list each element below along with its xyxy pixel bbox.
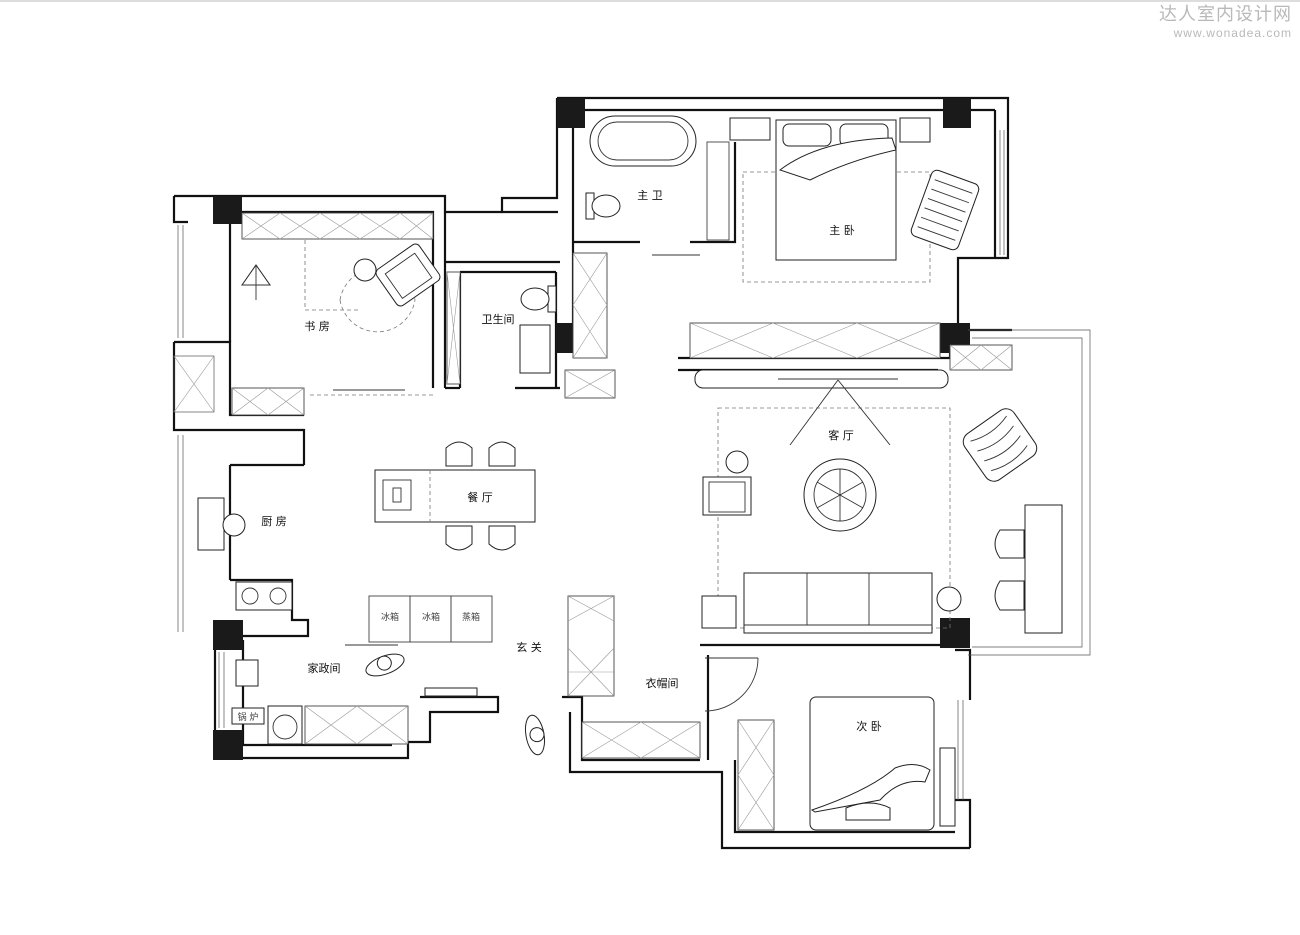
label-second-bedroom: 次 卧 <box>856 719 882 733</box>
armchair <box>702 476 752 516</box>
column <box>557 98 585 128</box>
nightstand <box>899 117 931 143</box>
side-table <box>701 595 737 629</box>
dining-chair <box>445 441 473 467</box>
label-kitchen: 厨 房 <box>261 515 287 528</box>
lounge-chair <box>962 408 1038 482</box>
column <box>213 730 243 760</box>
toilet <box>520 285 557 313</box>
shoe-bench <box>424 687 478 697</box>
washing-machine <box>267 705 303 745</box>
label-washroom: 卫生间 <box>482 312 515 326</box>
label-living-room: 客 厅 <box>828 428 854 442</box>
label-boiler: 锅 炉 <box>238 711 259 723</box>
bed <box>809 696 935 831</box>
door-swing <box>704 657 759 712</box>
balcony-table <box>1024 504 1063 634</box>
side-table <box>725 450 749 474</box>
label-foyer: 玄 关 <box>516 640 542 654</box>
dining-chair <box>488 525 516 551</box>
furniture <box>197 115 1063 831</box>
room-labels: 主 卫 主 卧 书 房 卫生间 客 厅 餐 厅 厨 房 玄 关 家政间 衣帽间 … <box>261 189 882 733</box>
armchair <box>375 243 441 307</box>
label-fridge-2: 冰箱 <box>422 611 440 623</box>
bathtub <box>589 115 697 167</box>
stool <box>353 258 377 282</box>
label-housekeeping-room: 家政间 <box>308 661 341 675</box>
label-steamer: 蒸箱 <box>462 611 480 623</box>
person <box>365 653 405 677</box>
column <box>940 618 970 648</box>
watermark: 达人室内设计网 www.wonadea.com <box>1159 4 1292 40</box>
floor-lamp <box>241 264 271 300</box>
appliance-row <box>368 595 493 643</box>
label-fridge-1: 冰箱 <box>381 611 399 623</box>
column <box>213 196 242 224</box>
label-master-bedroom: 主 卧 <box>829 224 855 237</box>
lounge-chair <box>910 169 980 251</box>
washbasin <box>519 324 551 374</box>
label-dining-room: 餐 厅 <box>467 490 493 504</box>
person <box>524 714 546 756</box>
watermark-url: www.wonadea.com <box>1173 26 1292 40</box>
dining-chair <box>488 441 516 467</box>
stove <box>235 581 293 611</box>
column <box>943 98 971 128</box>
column <box>213 620 243 650</box>
watermark-brand: 达人室内设计网 <box>1159 4 1292 25</box>
label-study: 书 房 <box>304 320 330 333</box>
label-walk-in-closet: 衣帽间 <box>646 676 679 690</box>
dining-chair <box>445 525 473 551</box>
desk <box>939 747 956 827</box>
person <box>222 513 246 537</box>
dining-island <box>374 469 536 523</box>
coffee-table <box>803 458 877 532</box>
balcony-chair <box>994 580 1025 611</box>
bed <box>775 119 897 261</box>
boiler <box>231 707 265 725</box>
nightstand <box>729 117 771 141</box>
utility-sink <box>235 659 259 687</box>
label-master-bath: 主 卫 <box>637 189 663 202</box>
sofa <box>743 572 933 634</box>
windows <box>173 130 1091 800</box>
floor-lamp <box>936 586 962 612</box>
kitchen-sink <box>197 497 225 551</box>
balcony-chair <box>994 529 1025 559</box>
built-in-cabinets <box>231 141 1013 831</box>
toilet <box>585 192 621 220</box>
appliance-labels: 冰箱 冰箱 蒸箱 锅 炉 <box>238 611 480 723</box>
